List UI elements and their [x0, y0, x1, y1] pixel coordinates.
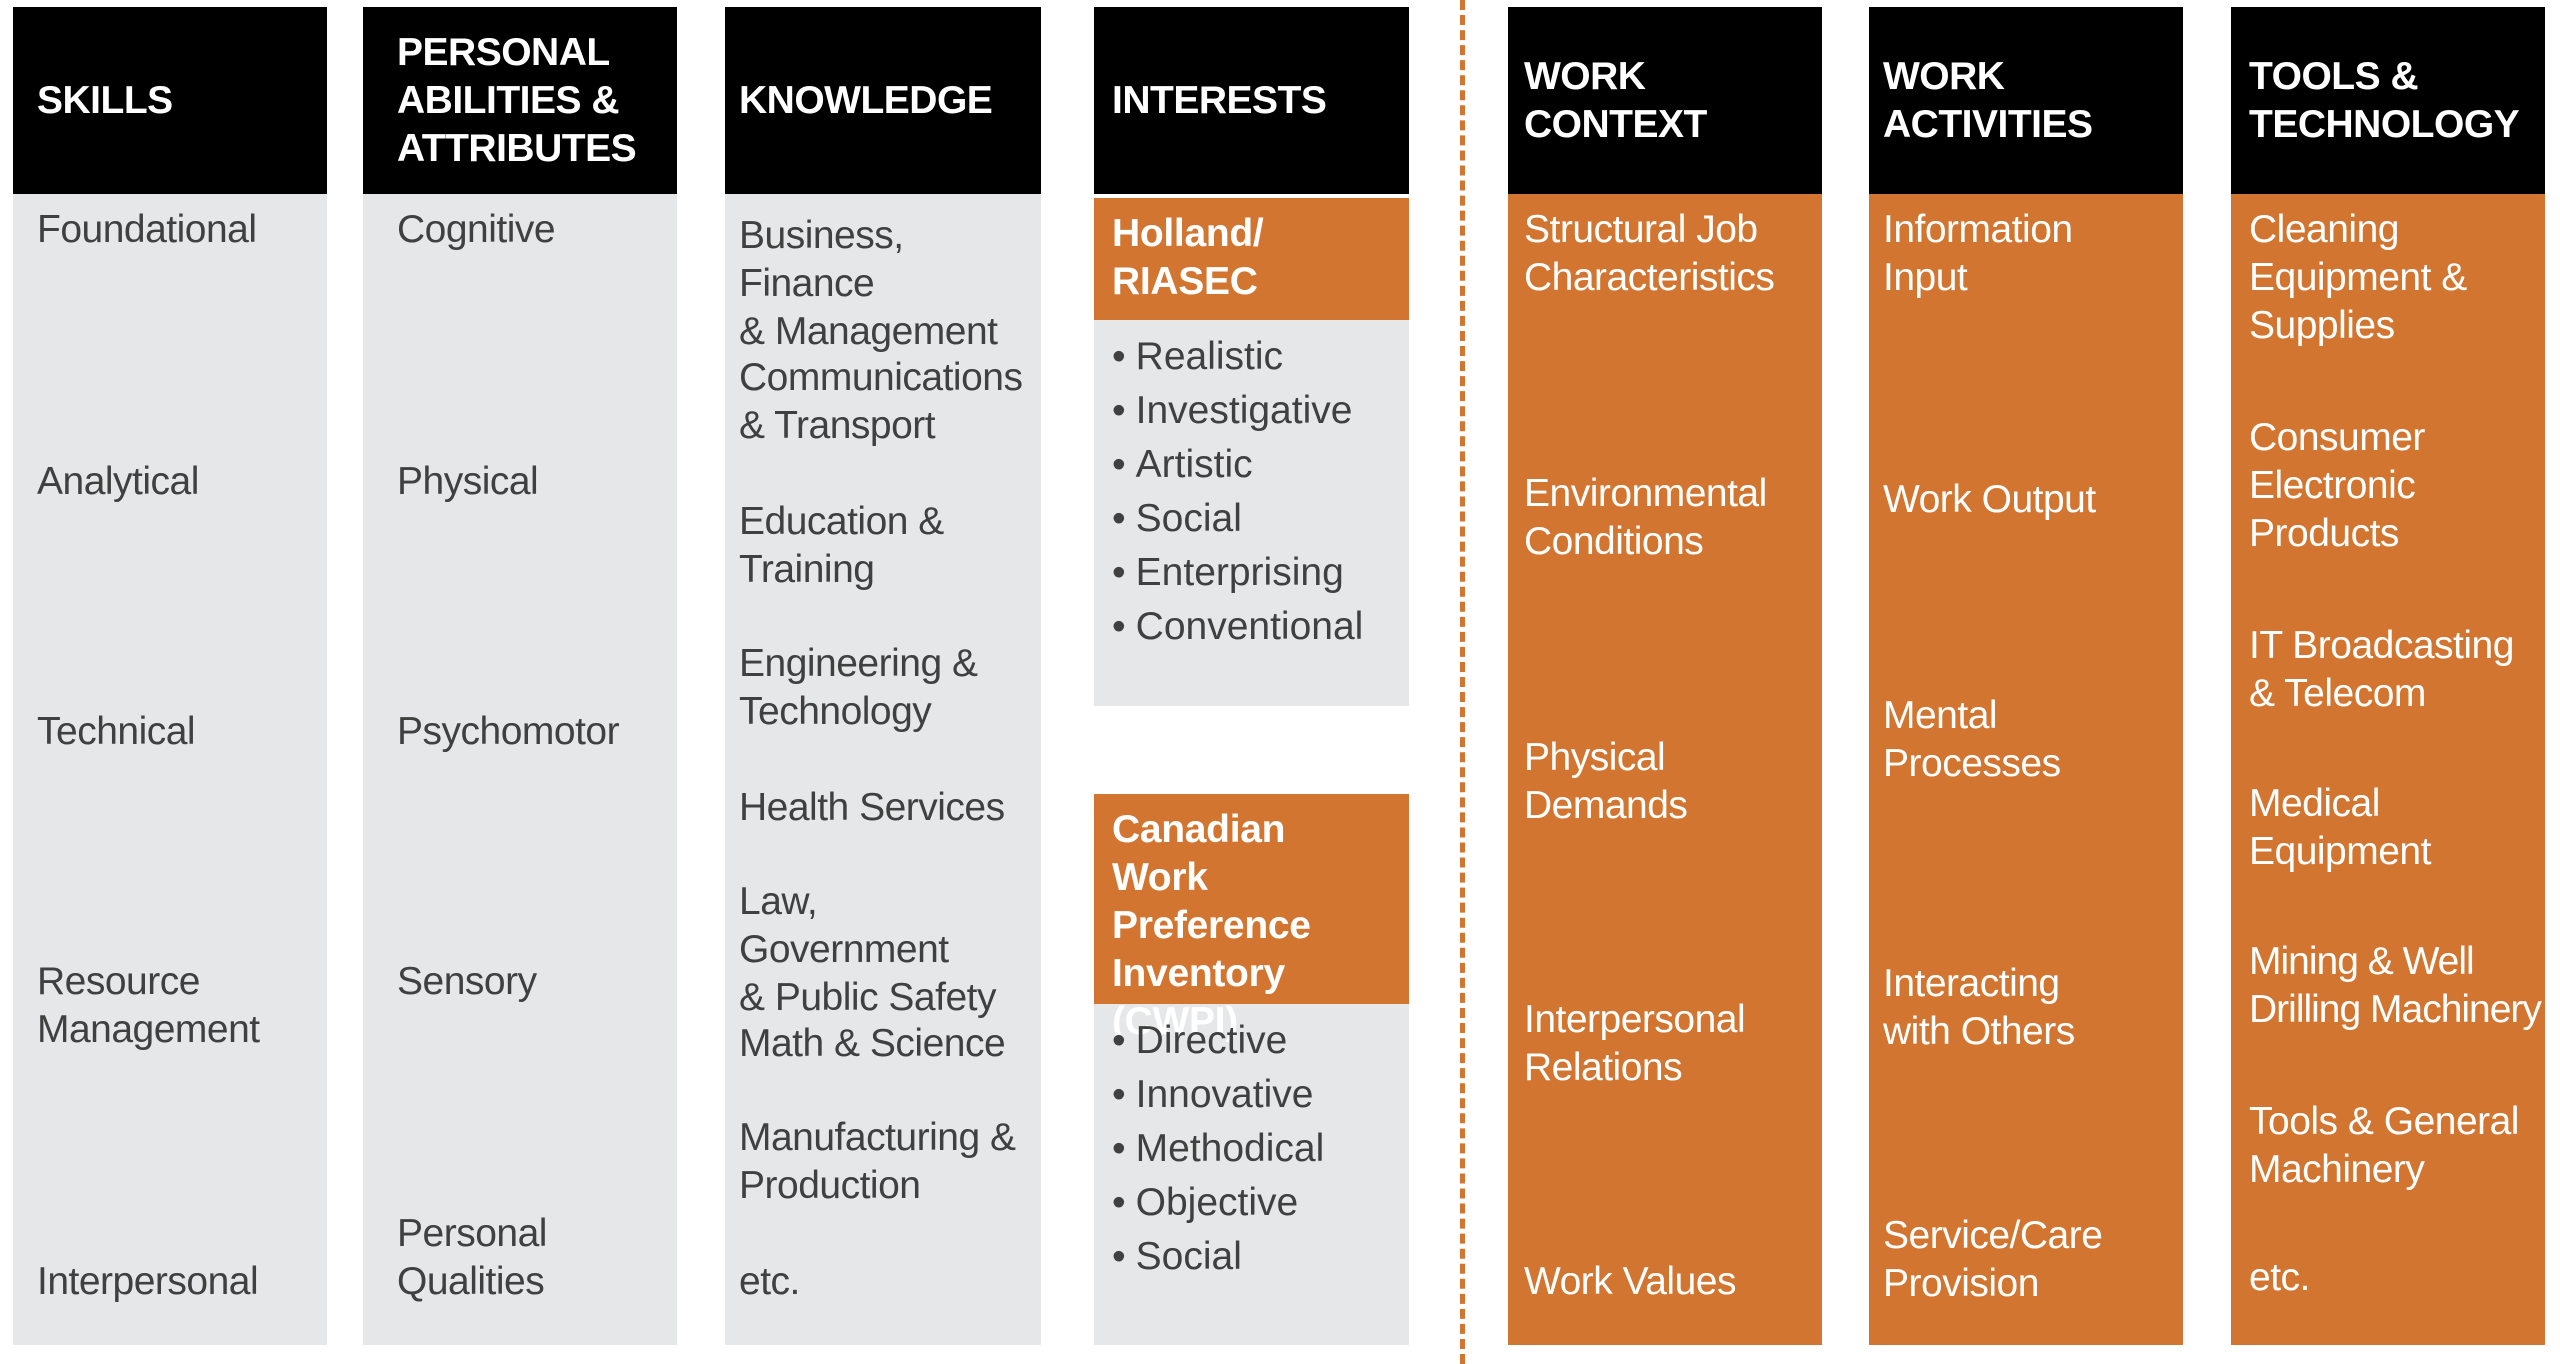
- list-item: Technical: [37, 710, 196, 753]
- list-item: Enterprising: [1112, 546, 1391, 600]
- column-body: Cleaning Equipment & Supplies Consumer E…: [2231, 194, 2545, 1345]
- list-item: Health Services: [739, 786, 1005, 829]
- list-item: Tools & General Machinery: [2249, 1100, 2519, 1191]
- list-item: Environmental Conditions: [1524, 472, 1767, 563]
- list-item: Manufacturing & Production: [739, 1116, 1016, 1207]
- list-item: Investigative: [1112, 384, 1391, 438]
- list-item: Work Values: [1524, 1260, 1736, 1303]
- column-body: Information Input Work Output Mental Pro…: [1869, 194, 2183, 1345]
- holland-riasec-title: Holland/ RIASEC: [1094, 198, 1409, 320]
- list-item: Mental Processes: [1883, 694, 2061, 785]
- cwpi-list: Directive Innovative Methodical Objectiv…: [1094, 1004, 1409, 1345]
- column-knowledge: KNOWLEDGE Business, Finance & Management…: [725, 7, 1041, 1345]
- list-item: etc.: [2249, 1256, 2310, 1299]
- list-item: Law, Government & Public Safety: [739, 880, 996, 1019]
- list-item: etc.: [739, 1260, 800, 1303]
- list-item: Psychomotor: [397, 710, 620, 753]
- list-item: Physical: [397, 460, 539, 503]
- list-item: Social: [1112, 1230, 1391, 1284]
- list-item: Interacting with Others: [1883, 962, 2075, 1053]
- list-item: Artistic: [1112, 438, 1391, 492]
- list-item: Interpersonal: [37, 1260, 259, 1303]
- list-item: Consumer Electronic Products: [2249, 416, 2425, 555]
- list-item: Directive: [1112, 1014, 1391, 1068]
- column-body: Foundational Analytical Technical Resour…: [13, 194, 327, 1345]
- cwpi-title: Canadian Work Preference Inventory (CWPI…: [1094, 794, 1409, 1043]
- cwpi-box: Canadian Work Preference Inventory (CWPI…: [1094, 794, 1409, 1345]
- list-item: Innovative: [1112, 1068, 1391, 1122]
- list-item: Mining & Well Drilling Machinery: [2249, 940, 2542, 1031]
- section-divider: [1460, 0, 1465, 1364]
- list-item: Education & Training: [739, 500, 944, 591]
- list-item: Methodical: [1112, 1122, 1391, 1176]
- column-header: KNOWLEDGE: [725, 7, 1041, 194]
- column-tools-technology: TOOLS & TECHNOLOGY Cleaning Equipment & …: [2231, 7, 2545, 1345]
- column-body: Cognitive Physical Psychomotor Sensory P…: [363, 194, 677, 1345]
- list-item: Resource Management: [37, 960, 260, 1051]
- column-header: WORK CONTEXT: [1508, 7, 1822, 194]
- list-item: Service/Care Provision: [1883, 1214, 2103, 1305]
- holland-riasec-box: Holland/ RIASEC Realistic Investigative …: [1094, 198, 1409, 706]
- list-item: Conventional: [1112, 600, 1391, 654]
- list-item: Medical Equipment: [2249, 782, 2431, 873]
- column-work-activities: WORK ACTIVITIES Information Input Work O…: [1869, 7, 2183, 1345]
- column-interests: INTERESTS Holland/ RIASEC Realistic Inve…: [1094, 7, 1409, 1345]
- column-header: WORK ACTIVITIES: [1869, 7, 2183, 194]
- list-item: Work Output: [1883, 478, 2096, 521]
- list-item: Analytical: [37, 460, 199, 503]
- column-body: Structural Job Characteristics Environme…: [1508, 194, 1822, 1345]
- column-abilities: PERSONAL ABILITIES & ATTRIBUTES Cognitiv…: [363, 7, 677, 1345]
- column-skills: SKILLS Foundational Analytical Technical…: [13, 7, 327, 1345]
- list-item: Communications & Transport: [739, 356, 1023, 447]
- list-item: Structural Job Characteristics: [1524, 208, 1775, 299]
- list-item: Foundational: [37, 208, 257, 251]
- list-item: Physical Demands: [1524, 736, 1688, 827]
- list-item: Cleaning Equipment & Supplies: [2249, 208, 2467, 347]
- column-work-context: WORK CONTEXT Structural Job Characterist…: [1508, 7, 1822, 1345]
- list-item: Cognitive: [397, 208, 556, 251]
- column-header: SKILLS: [13, 7, 327, 194]
- column-header: TOOLS & TECHNOLOGY: [2231, 7, 2545, 194]
- list-item: Information Input: [1883, 208, 2073, 299]
- list-item: Objective: [1112, 1176, 1391, 1230]
- list-item: Sensory: [397, 960, 537, 1003]
- list-item: IT Broadcasting & Telecom: [2249, 624, 2514, 715]
- list-item: Realistic: [1112, 330, 1391, 384]
- holland-riasec-list: Realistic Investigative Artistic Social …: [1094, 320, 1409, 706]
- list-item: Social: [1112, 492, 1391, 546]
- list-item: Personal Qualities: [397, 1212, 547, 1303]
- list-item: Math & Science: [739, 1022, 1006, 1065]
- column-header: INTERESTS: [1094, 7, 1409, 194]
- column-body: Business, Finance & Management Communica…: [725, 194, 1041, 1345]
- list-item: Business, Finance & Management: [739, 214, 998, 353]
- column-header: PERSONAL ABILITIES & ATTRIBUTES: [363, 7, 677, 194]
- list-item: Interpersonal Relations: [1524, 998, 1746, 1089]
- list-item: Engineering & Technology: [739, 642, 978, 733]
